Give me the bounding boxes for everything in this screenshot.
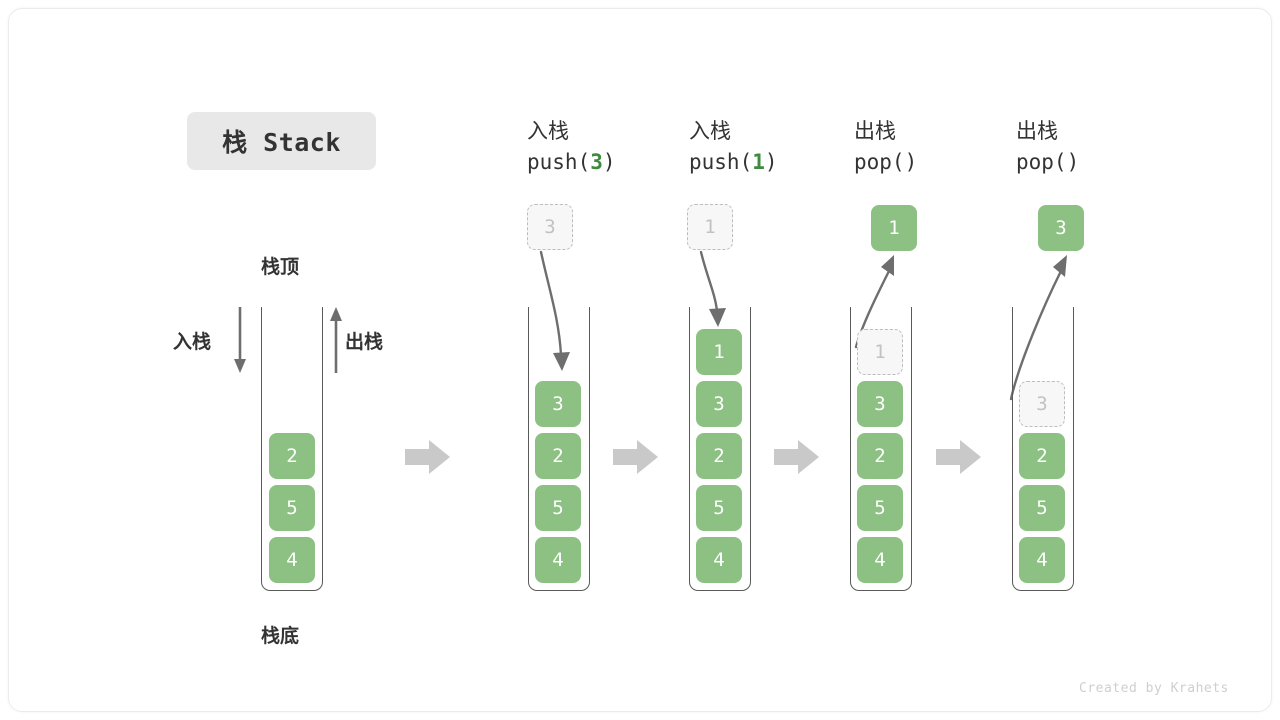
floating-ghost-cell: 3: [527, 204, 573, 250]
column-header-cjk: 入栈: [527, 119, 569, 143]
stack-cell: 3: [857, 381, 903, 427]
stack-title-badge: 栈 Stack: [187, 112, 376, 170]
floating-popped-cell: 1: [871, 205, 917, 251]
credit-text: Created by Krahets: [1079, 681, 1229, 696]
column-header-code-prefix: pop(: [1016, 150, 1067, 175]
column-header-code-suffix: ): [764, 150, 778, 175]
stack-cell: 3: [535, 381, 581, 427]
column-header-code-value: 3: [590, 150, 603, 175]
stack-cell: 3: [696, 381, 742, 427]
push-direction-label: 入栈: [173, 331, 212, 353]
column-header-pop-1: 出栈 pop(): [854, 116, 1024, 178]
stack-cell: 5: [857, 485, 903, 531]
stack-cell-ghost: 1: [857, 329, 903, 375]
pop-flow-arrow-icon: [1009, 255, 1067, 401]
floating-popped-cell: 3: [1038, 205, 1084, 251]
stack-cell: 5: [1019, 485, 1065, 531]
step-arrow-icon: [613, 440, 658, 474]
step-arrow-icon: [405, 440, 450, 474]
stack-container-pop-3: [1012, 307, 1074, 591]
column-header-code-suffix: ): [904, 150, 918, 175]
column-header-cjk: 出栈: [1016, 119, 1058, 143]
stack-container-push-1: [689, 307, 751, 591]
diagram-card: 栈 Stack 栈顶 栈底 入栈 出栈 2 5 4 入栈 push(3) 3 3…: [8, 8, 1272, 712]
stack-cell: 4: [535, 537, 581, 583]
stack-cell: 1: [696, 329, 742, 375]
column-header-cjk: 出栈: [854, 119, 896, 143]
pop-direction-arrow-icon: [330, 307, 342, 373]
stack-cell: 4: [1019, 537, 1065, 583]
stack-cell: 2: [696, 433, 742, 479]
stack-cell: 5: [269, 485, 315, 531]
column-header-pop-3: 出栈 pop(): [1016, 116, 1186, 178]
column-header-code-prefix: push(: [527, 150, 591, 175]
column-header-push-1: 入栈 push(1): [689, 116, 859, 178]
floating-ghost-cell: 1: [687, 204, 733, 250]
stack-bottom-label: 栈底: [261, 625, 300, 647]
stack-container-pop-1: [850, 307, 912, 591]
column-header-code-value: 1: [752, 150, 765, 175]
stack-cell: 2: [535, 433, 581, 479]
push-flow-arrow-icon: [699, 250, 726, 327]
column-header-code-suffix: ): [1066, 150, 1080, 175]
stack-cell: 2: [269, 433, 315, 479]
column-header-cjk: 入栈: [689, 119, 731, 143]
stack-cell: 4: [696, 537, 742, 583]
column-header-code-suffix: ): [602, 150, 616, 175]
column-header-code-prefix: pop(: [854, 150, 905, 175]
step-arrow-icon: [774, 440, 819, 474]
column-header-push-3: 入栈 push(3): [527, 116, 697, 178]
stack-top-label: 栈顶: [261, 256, 300, 278]
stack-cell: 2: [1019, 433, 1065, 479]
stack-container-push-3: [528, 307, 590, 591]
stack-cell-ghost: 3: [1019, 381, 1065, 427]
column-header-code-prefix: push(: [689, 150, 753, 175]
push-flow-arrow-icon: [539, 250, 570, 371]
step-arrow-icon: [936, 440, 981, 474]
stack-cell: 4: [269, 537, 315, 583]
stack-cell: 4: [857, 537, 903, 583]
pop-direction-label: 出栈: [345, 331, 384, 353]
stack-cell: 5: [535, 485, 581, 531]
push-direction-arrow-icon: [234, 307, 246, 373]
stack-cell: 2: [857, 433, 903, 479]
stack-container-initial: [261, 307, 323, 591]
stack-cell: 5: [696, 485, 742, 531]
